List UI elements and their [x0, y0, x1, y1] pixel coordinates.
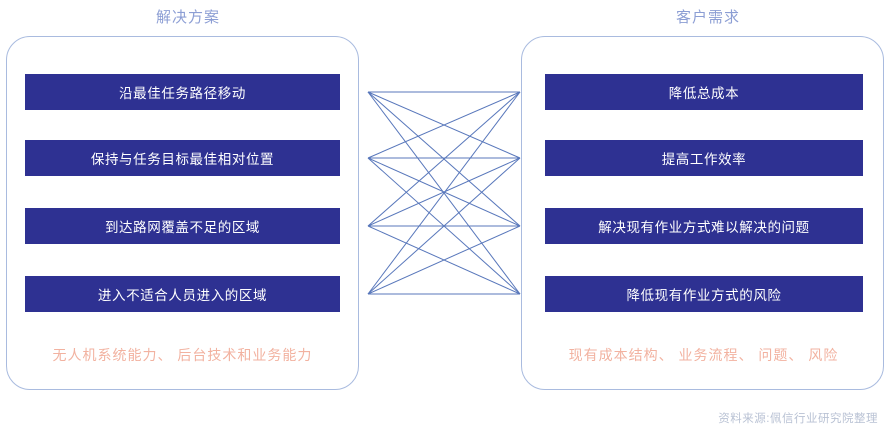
solution-item-bar[interactable]: 到达路网覆盖不足的区域 [25, 208, 340, 244]
solution-item-label: 进入不适合人员进入的区域 [97, 288, 268, 303]
need-item-bar[interactable]: 提高工作效率 [545, 140, 863, 176]
right-column-heading: 客户需求 [675, 9, 740, 26]
solution-item-bar[interactable]: 保持与任务目标最佳相对位置 [25, 140, 340, 176]
solution-item-label: 保持与任务目标最佳相对位置 [90, 152, 275, 167]
need-item-bar[interactable]: 降低总成本 [545, 74, 863, 110]
customer-capability-caption: 现有成本结构、 业务流程、 问题、 风险 [568, 347, 839, 363]
need-item-label: 提高工作效率 [661, 152, 747, 167]
solution-item-bar[interactable]: 进入不适合人员进入的区域 [25, 276, 340, 312]
solution-item-bar[interactable]: 沿最佳任务路径移动 [25, 74, 340, 110]
need-item-label: 解决现有作业方式难以解决的问题 [598, 220, 810, 235]
solution-capability-caption: 无人机系统能力、 后台技术和业务能力 [52, 347, 313, 363]
need-item-bar[interactable]: 解决现有作业方式难以解决的问题 [545, 208, 863, 244]
need-item-bar[interactable]: 降低现有作业方式的风险 [545, 276, 863, 312]
solution-item-label: 沿最佳任务路径移动 [119, 86, 246, 101]
source-note: 资料来源:佩信行业研究院整理 [718, 413, 878, 425]
left-column-heading: 解决方案 [155, 9, 220, 26]
solution-item-label: 到达路网覆盖不足的区域 [104, 220, 261, 235]
need-item-label: 降低总成本 [668, 86, 740, 101]
need-item-label: 降低现有作业方式的风险 [626, 288, 782, 303]
